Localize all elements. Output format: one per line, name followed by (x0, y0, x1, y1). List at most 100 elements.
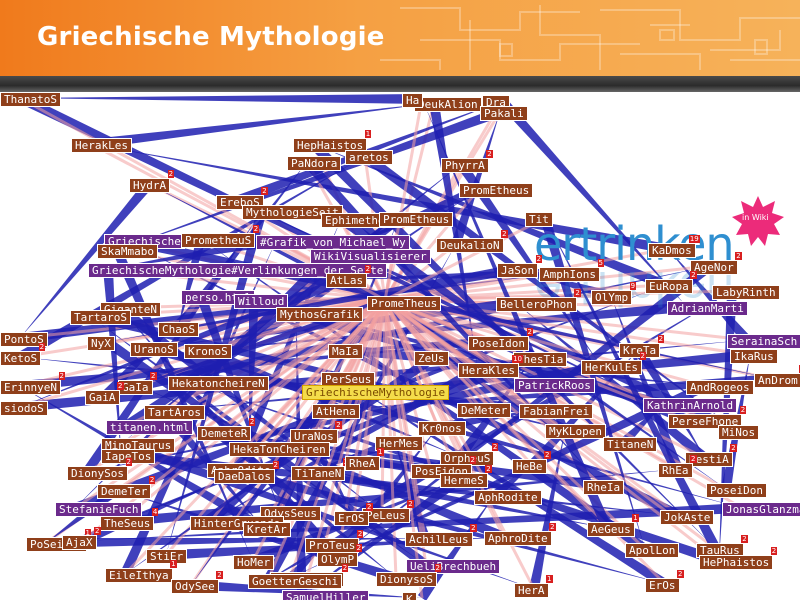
graph-node-pandora[interactable]: PaNdora (287, 156, 342, 171)
graph-node-stefaniefuch[interactable]: StefanieFuch (55, 502, 143, 517)
graph-node-samuelhiller[interactable]: SamuelHiller (282, 590, 370, 600)
graph-node-hekatoncheiren[interactable]: HekatoncheireN (168, 376, 269, 391)
graph-node-grafik-von-michael-wy[interactable]: #Grafik_von_Michael_Wy (256, 235, 410, 250)
graph-node-prometheus[interactable]: PromeTheus (367, 296, 442, 311)
graph-node-siodos[interactable]: siodoS (0, 401, 48, 416)
graph-node-homer[interactable]: HoMer (233, 555, 275, 570)
graph-node-kretar[interactable]: KretAr (243, 522, 291, 537)
graph-node-thestia[interactable]: ThesTia (513, 352, 568, 367)
graph-node-uelibrechbueh[interactable]: UeliBrechbueh (406, 559, 501, 574)
graph-node-goettergeschi[interactable]: GoetterGeschi (248, 574, 343, 589)
graph-node-hermes[interactable]: HerMes (375, 436, 423, 451)
graph-node-serainasch[interactable]: SerainaSch (727, 334, 800, 349)
graph-node-prometheus[interactable]: PromEtheus (459, 183, 534, 198)
graph-node-prometheus[interactable]: PromEtheus (379, 212, 454, 227)
graph-node-perseus[interactable]: PerSeus (321, 372, 376, 387)
graph-node-wikivisualisierer[interactable]: WikiVisualisierer (310, 249, 431, 264)
graph-node-nyx[interactable]: NyX (87, 336, 115, 351)
graph-node-rheia[interactable]: RheIa (583, 480, 625, 495)
graph-node-maia[interactable]: MaIa (328, 344, 363, 359)
graph-node-aretos[interactable]: aretos (345, 150, 393, 165)
graph-node-zeus[interactable]: ZeUs (414, 351, 449, 366)
graph-node-kr0nos[interactable]: Kr0nos (418, 421, 466, 436)
graph-node-ikarus[interactable]: IkaRus (730, 349, 778, 364)
graph-node-mythosgrafik[interactable]: MythosGrafik (276, 307, 364, 322)
graph-node-chaos[interactable]: ChaoS (158, 322, 200, 337)
graph-node-poseidon[interactable]: PoseiDon (706, 483, 767, 498)
graph-node-fabianfrei[interactable]: FabianFrei (519, 404, 594, 419)
graph-node-demeter[interactable]: DeMeter (457, 403, 512, 418)
graph-node-ha[interactable]: Ha (402, 93, 424, 108)
graph-node-stier[interactable]: StiEr (146, 549, 188, 564)
graph-node-apollon[interactable]: ApolLon (625, 543, 680, 558)
graph-node-kathrinarnold[interactable]: KathrinArnold (643, 398, 738, 413)
graph-node-tit[interactable]: Tit (525, 212, 553, 227)
graph-node-androm[interactable]: AnDrom2 (754, 365, 800, 388)
graph-node-pakali[interactable]: Pakali (480, 106, 528, 121)
graph-center-node[interactable]: GriechischeMythologie (302, 385, 450, 400)
wiki-link-graph[interactable]: ertrinken ertrinken in Wiki DeukAlionDra… (0, 92, 800, 600)
graph-node-athena[interactable]: AtHena (312, 404, 360, 419)
graph-node-k[interactable]: K (402, 592, 417, 600)
graph-node-aphrodite[interactable]: AphRodite (474, 490, 542, 505)
graph-node-patrickroos[interactable]: PatrickRoos (514, 378, 595, 393)
graph-node-minos[interactable]: MiNos (718, 425, 760, 440)
graph-node-pontos[interactable]: PontoS (0, 332, 48, 347)
graph-node-thanatos[interactable]: ThanatoS (0, 92, 61, 107)
graph-node-titanen-html[interactable]: titanen.html (106, 420, 194, 435)
graph-node-willoud[interactable]: Willoud (234, 294, 289, 309)
graph-node-uranos[interactable]: UranoS (130, 342, 178, 357)
graph-node-titanen[interactable]: TitaneN (603, 437, 658, 452)
graph-node-androgeos[interactable]: AndRogeos (686, 380, 754, 395)
graph-node-deukalion[interactable]: DeukAlion (414, 97, 482, 112)
graph-node-tartaros[interactable]: TartaroS (70, 310, 131, 325)
graph-node-kronos[interactable]: KronoS (184, 344, 232, 359)
graph-node-griechischemythologie-verlinkungen-der-seite[interactable]: GriechischeMythologie#Verlinkungen_der_S… (88, 263, 388, 278)
graph-node-tartaros[interactable]: TartAros (144, 405, 205, 420)
graph-node-titanen[interactable]: TiTaneN2 (291, 458, 350, 481)
graph-node-jokaste[interactable]: JokAste (660, 510, 715, 525)
